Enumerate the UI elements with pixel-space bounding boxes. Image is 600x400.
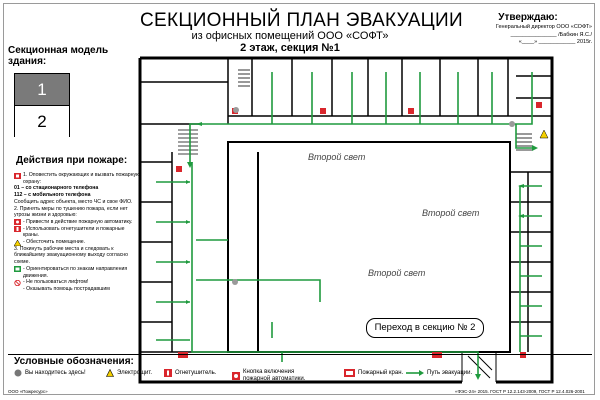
plan-subtitle: из офисных помещений ООО «СОФТ» [191,30,389,42]
second-light-label: Второй свет [368,268,426,278]
fire-alarm-button-icon [14,219,21,226]
floor-plan: Второй свет Второй свет Второй свет [138,56,554,384]
page-frame [3,3,595,395]
fire-extinguisher-icon [14,226,21,233]
fire-actions-header: Действия при пожаре: [16,155,128,166]
no-elevator-icon [14,279,21,286]
fire-actions-list: 1. Оповестить окружающих и вызвать пожар… [14,172,142,293]
second-light-label: Второй свет [308,152,366,162]
model-floor-1: 1 [15,74,69,106]
approval-block: Утверждаю: Генеральный директор ООО «СОФ… [464,12,592,47]
room-partitions [140,58,552,353]
plan-title: СЕКЦИОННЫЙ ПЛАН ЭВАКУАЦИИ [140,10,463,31]
electric-panel-icon [14,239,21,246]
approval-date: «____» ____________ 2015г. [518,39,592,45]
legend-item: Кнопка включения пожарной автоматики. [232,369,312,382]
legend-divider [8,354,592,355]
evacuation-arrow-icon [186,122,538,380]
you-are-here-icon [14,369,22,377]
action-item: - Использовать огнетушители и пожарные к… [14,226,142,239]
fire-hydrant-icon [344,369,355,377]
section-model-header: Секционная модель здания: [8,45,109,67]
floor-label: 2 этаж, секция №1 [240,42,340,54]
legend-header: Условные обозначения: [14,356,134,367]
legend-item: Пожарный кран. [344,369,403,377]
legend-item: Вы находитесь здесь! [14,369,86,377]
action-item: - Ориентироваться по знакам направления … [14,266,142,279]
action-item: Сообщить адрес объекта, место ЧС и свое … [14,198,133,205]
evacuation-arrow-icon [406,370,424,376]
phone-icon [14,172,21,179]
action-item: - Привести в действие пожарную автоматик… [14,219,142,226]
model-floor-2: 2 [15,106,69,138]
transfer-label: Переход в секцию № 2 [366,318,484,338]
action-item: 01 – со стационарного телефона [14,185,99,192]
approval-position: Генеральный директор ООО «СОФТ» [495,24,592,30]
action-item: 3. Покинуть рабочие места и следовать к … [14,245,129,266]
electric-panel-icon [106,369,114,377]
approval-header: Утверждаю: [498,12,558,23]
footer-left: ООО «Пожресурс» [8,389,48,394]
legend-item: Электрощит. [106,369,152,377]
section-model: 1 2 [14,73,70,138]
second-light-label: Второй свет [422,208,480,218]
legend-item: Путь эвакуации. [406,369,472,377]
action-item: - Обесточить помещение. [14,239,142,246]
footer-right: «ФЭС-24» 2015. ГОСТ Р 12.2.143-2009, ГОС… [455,389,585,394]
exit-sign-icon [14,266,21,273]
fire-alarm-button-icon [232,371,240,380]
action-item: - Оказывать помощь пострадавшим [23,285,110,292]
outer-walls [138,56,554,384]
atrium-walls [227,141,511,353]
action-item: 2. Принять меры по тушению пожара, если … [14,205,128,219]
legend: Вы находитесь здесь! Электрощит. Огнетуш… [14,369,514,387]
legend-item: Огнетушитель. [164,369,216,377]
evacuation-paths [156,72,542,376]
stairs-icon [178,69,532,155]
approval-signature: _______________ /Бабкин Я.С./ [510,31,592,38]
action-item: - Не пользоваться лифтом! [14,279,142,286]
action-item: 1. Оповестить окружающих и вызвать пожар… [14,172,142,185]
action-item: 112 – с мобильного телефона [14,192,91,199]
fire-equipment [176,102,549,358]
fire-extinguisher-icon [164,369,172,377]
